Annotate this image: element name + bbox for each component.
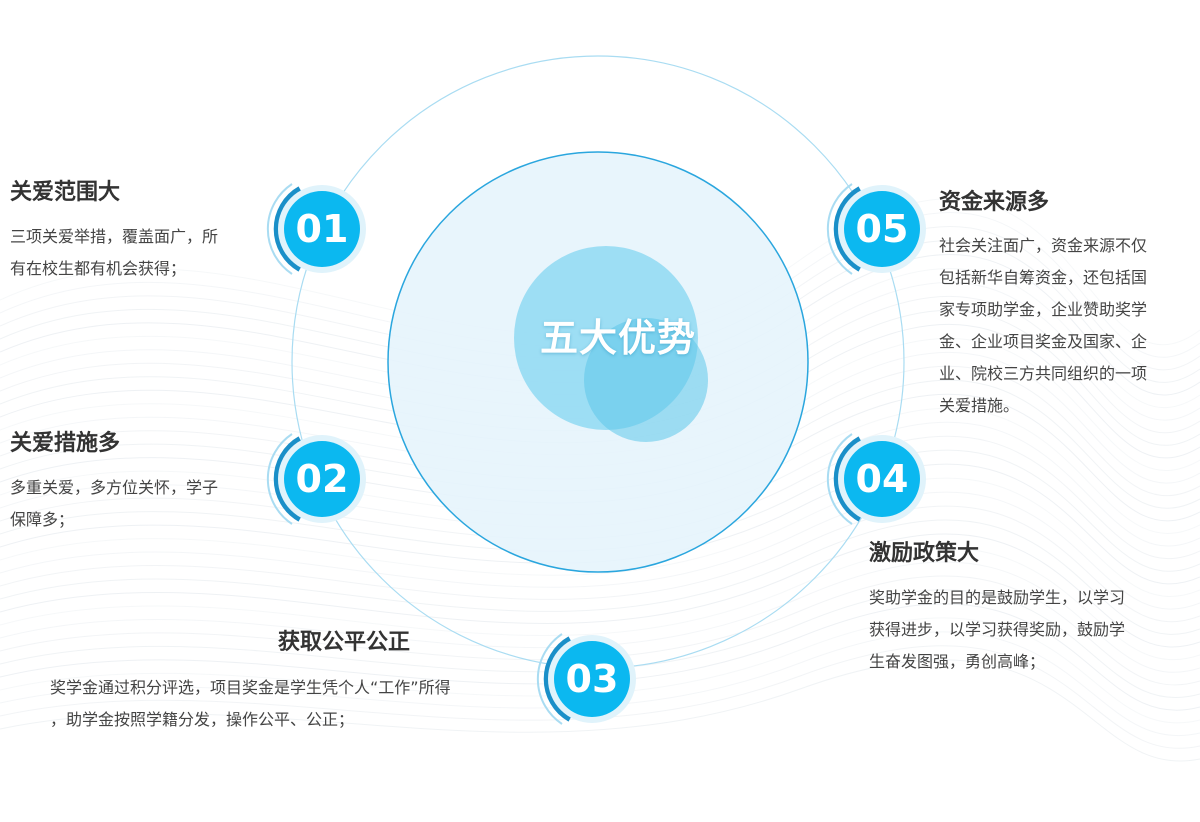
wave-line <box>0 589 1200 699</box>
item-04-line-1: 奖助学金的目的是鼓励学生，以学习 <box>869 588 1126 607</box>
item-02-description: 多重关爱，多方位关怀，学子 保障多； <box>10 472 218 536</box>
badge-04-number: 04 <box>855 457 909 501</box>
wave-line <box>0 645 1200 749</box>
badge-02-graphic <box>266 433 366 525</box>
badge-03: 03 <box>532 626 638 732</box>
badge-03-number: 03 <box>565 657 619 701</box>
item-02-line-2: 保障多； <box>10 510 75 529</box>
item-03-description: 奖学金通过积分评选，项目奖金是学生凭个人“工作”所得 ，助学金按照学籍分发，操作… <box>50 672 451 736</box>
center-blob-small <box>584 318 708 442</box>
badge-05: 05 <box>822 176 928 282</box>
badge-02: 02 <box>262 426 368 532</box>
wave-line <box>0 407 1200 534</box>
item-04-line-2: 获得进步，以学习获得奖励，鼓励学 <box>869 620 1126 639</box>
wave-line <box>0 547 1200 661</box>
wave-line <box>0 575 1200 686</box>
center-title: 五大优势 <box>539 316 696 360</box>
item-01-title: 关爱范围大 <box>10 180 121 205</box>
wave-line <box>0 449 1200 572</box>
wave-line <box>0 659 1200 762</box>
wave-line <box>0 561 1200 673</box>
wave-line <box>0 477 1200 597</box>
item-03-title: 获取公平公正 <box>278 630 411 655</box>
item-02-title: 关爱措施多 <box>10 431 121 456</box>
item-01-line-2: 有在校生都有机会获得； <box>10 259 187 278</box>
item-04-line-3: 生奋发图强，勇创高峰； <box>869 652 1046 671</box>
badge-01-graphic <box>266 183 366 275</box>
badge-04: 04 <box>822 426 928 532</box>
item-02-line-1: 多重关爱，多方位关怀，学子 <box>10 478 219 497</box>
wave-line <box>0 519 1200 635</box>
wave-line <box>0 198 1200 346</box>
item-01-line-1: 三项关爱举措，覆盖面广，所 <box>10 227 219 246</box>
wave-line <box>0 505 1200 623</box>
badge-03-graphic <box>536 633 636 725</box>
item-05-line-6: 关爱措施。 <box>939 396 1020 415</box>
item-05-title: 资金来源多 <box>939 190 1050 215</box>
item-05-line-3: 家专项助学金，企业赞助奖学 <box>939 300 1148 319</box>
item-04-description: 奖助学金的目的是鼓励学生，以学习 获得进步，以学习获得奖励，鼓励学 生奋发图强，… <box>869 582 1125 678</box>
wave-line <box>0 212 1200 358</box>
wave-line <box>0 463 1200 585</box>
item-05-description: 社会关注面广，资金来源不仅 包括新华自筹资金，还包括国 家专项助学金，企业赞助奖… <box>939 230 1147 422</box>
wave-line <box>0 435 1200 559</box>
item-05-line-4: 金、企业项目奖金及国家、企 <box>939 332 1148 351</box>
badge-05-number: 05 <box>855 207 909 251</box>
item-04-title: 激励政策大 <box>869 541 980 566</box>
item-05-line-1: 社会关注面广，资金来源不仅 <box>939 236 1148 255</box>
wave-line <box>0 421 1200 547</box>
wave-line <box>0 491 1200 610</box>
item-05-line-2: 包括新华自筹资金，还包括国 <box>939 268 1148 287</box>
badge-02-number: 02 <box>295 457 349 501</box>
item-01-description: 三项关爱举措，覆盖面广，所 有在校生都有机会获得； <box>10 221 218 285</box>
wave-line <box>0 631 1200 737</box>
badge-01: 01 <box>262 176 368 282</box>
badge-04-graphic <box>826 433 926 525</box>
badge-01-number: 01 <box>295 207 349 251</box>
item-03-line-2: ，助学金按照学籍分发，操作公平、公正； <box>50 710 355 729</box>
wave-line <box>0 617 1200 724</box>
wave-line <box>0 603 1200 711</box>
item-05-line-5: 业、院校三方共同组织的一项 <box>939 364 1148 383</box>
wave-line <box>0 533 1200 648</box>
item-03-line-1: 奖学金通过积分评选，项目奖金是学生凭个人“工作”所得 <box>50 678 451 697</box>
badge-05-graphic <box>826 183 926 275</box>
